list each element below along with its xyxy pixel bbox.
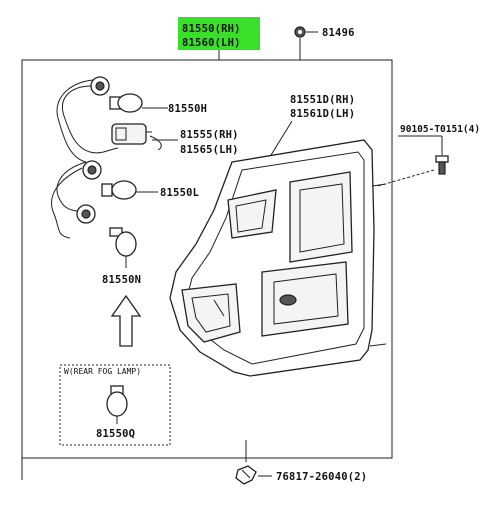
socket-wire-icon [51,76,162,239]
label-bulb-fog[interactable]: 81550Q [96,428,135,440]
label-grommet[interactable]: 81496 [322,27,355,39]
clip-icon [235,465,257,485]
part-number-highlight [178,17,260,50]
label-lens-lh[interactable]: 81561D(LH) [290,108,355,120]
screw-icon [435,155,449,175]
label-screw[interactable]: 90105-T0151(4) [400,124,480,135]
leader-screw-to-lamp [377,169,435,187]
label-clip[interactable]: 76817-26040(2) [276,471,367,483]
label-bulb-turn[interactable]: 81550L [160,187,199,199]
label-socket-lh[interactable]: 81565(LH) [180,144,239,156]
arrow-up-icon [110,294,142,347]
label-lens-rh[interactable]: 81551D(RH) [290,94,355,106]
label-bulb-back[interactable]: 81550N [102,274,141,286]
label-socket-rh[interactable]: 81555(RH) [180,129,239,141]
part-number-lh[interactable]: 81560(LH) [182,37,241,49]
bulb-icon [109,227,137,257]
fog-lamp-box [59,364,171,446]
grommet-icon [294,26,306,38]
bulb-icon [101,180,137,200]
bulb-icon [106,385,128,417]
label-bulb-stop[interactable]: 81550H [168,103,207,115]
leader-lens [267,120,293,161]
bulb-icon [109,93,143,113]
tail-lamp-icon [169,139,387,377]
part-number-rh[interactable]: 81550(RH) [182,23,241,35]
label-fog-note: W(REAR FOG LAMP) [64,367,141,376]
assembly-frame [21,59,393,459]
